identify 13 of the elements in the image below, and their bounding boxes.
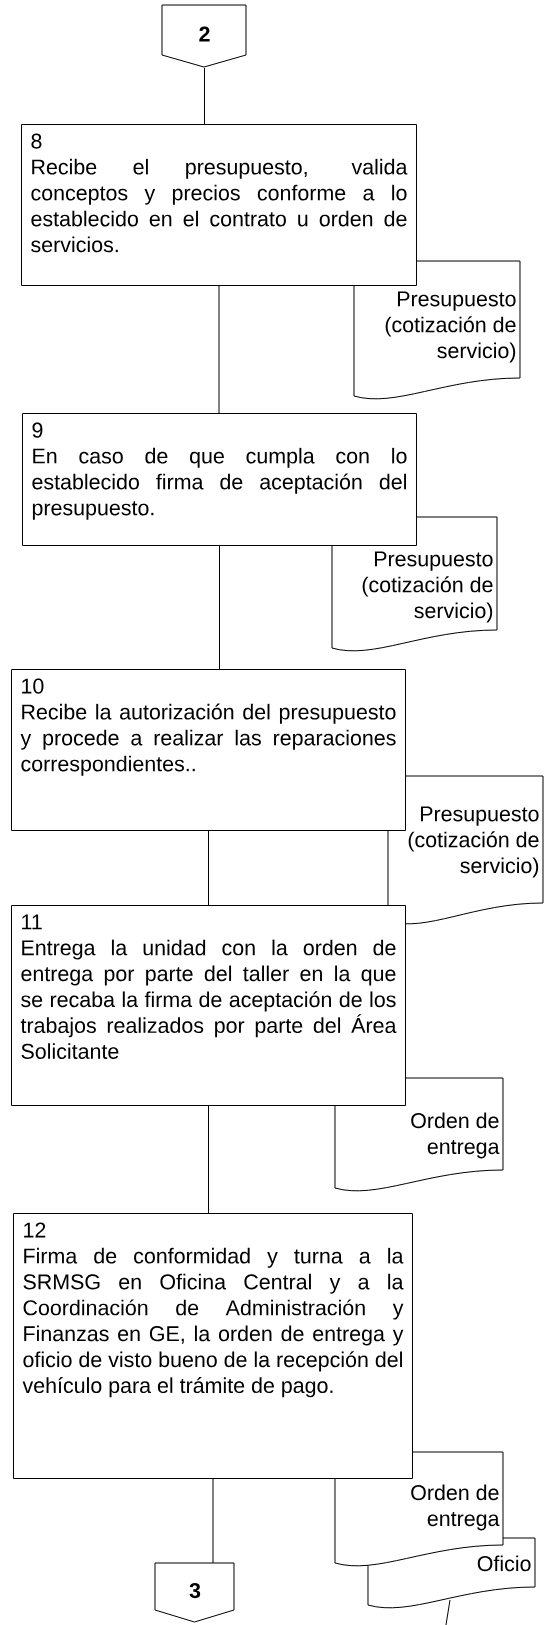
connector-line (218, 285, 220, 414)
process-box: 10 Recibe la autorización del presupuesto y procede a realizar las reparaciones correspondientes.. (11, 669, 406, 831)
process-box: 8 Recibe el presupuesto, valida conceptos y precios conforme a lo establecido en el contrato u orden de servicios. (21, 124, 417, 286)
connector-line (208, 830, 209, 906)
off-page-connector: 2 (161, 4, 247, 68)
connector-line (445, 1599, 451, 1625)
connector-line (212, 1478, 214, 1564)
connector-line (219, 545, 220, 670)
process-box: 11 Entrega la unidad con la orden de entrega por parte del taller en la que se recaba la firma de aceptación de los trabajos realizados por parte del Área Solicitante (11, 905, 406, 1106)
connector-line (204, 67, 205, 125)
off-page-connector: 3 (154, 1562, 235, 1623)
process-box: 12 Firma de conformidad y turna a la SRMSG en Oficina Central y a la Coordinación de Administración y Finanzas en GE, la orden de entrega y oficio de visto bueno de la recepción del vehículo para el trámite de pago. (13, 1213, 413, 1479)
connector-line (208, 1105, 209, 1214)
